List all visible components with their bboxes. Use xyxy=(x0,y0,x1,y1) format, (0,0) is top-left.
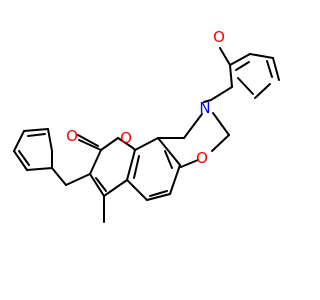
oxazine-oxygen-label: O xyxy=(196,149,208,167)
bond xyxy=(272,57,280,81)
pyranone-ring xyxy=(77,134,136,197)
bond xyxy=(18,150,30,166)
nitrogen-label: N xyxy=(199,99,210,117)
benzene-core xyxy=(126,137,181,201)
bond xyxy=(180,159,199,168)
bond xyxy=(237,77,254,95)
bond xyxy=(89,173,105,197)
bond xyxy=(149,190,168,197)
bond xyxy=(157,137,181,166)
bond xyxy=(89,149,102,175)
bond xyxy=(126,179,148,201)
bond xyxy=(65,173,91,186)
bond xyxy=(13,130,25,152)
bond xyxy=(203,99,212,103)
furan-oxygen-label: O xyxy=(213,28,225,46)
bond xyxy=(229,53,251,66)
bond xyxy=(169,164,181,195)
bond xyxy=(100,137,119,151)
bond xyxy=(211,134,230,152)
bond xyxy=(249,53,274,59)
molecule-drawing: O N O O O xyxy=(13,28,280,223)
bond xyxy=(47,128,53,152)
benzyl-group xyxy=(13,128,91,186)
bond xyxy=(78,139,102,151)
structure-canvas: O N O O O xyxy=(13,28,280,223)
bond xyxy=(235,61,250,71)
bond xyxy=(210,86,233,101)
bond xyxy=(103,179,128,197)
bond xyxy=(133,155,140,179)
bond xyxy=(146,193,171,201)
bond xyxy=(212,112,230,136)
bond xyxy=(13,150,28,171)
bond xyxy=(51,167,67,186)
bond xyxy=(27,133,46,137)
bond xyxy=(126,149,136,181)
bond xyxy=(219,47,231,66)
oxazine-ring xyxy=(157,112,230,168)
bond xyxy=(183,113,203,139)
lactone-oxygen-label: O xyxy=(120,129,132,147)
bond xyxy=(117,137,134,149)
bond xyxy=(26,167,53,171)
bond xyxy=(95,177,107,192)
furan-ring xyxy=(219,47,280,99)
bond xyxy=(254,83,271,99)
bond xyxy=(134,137,159,151)
bond xyxy=(229,64,233,88)
bond xyxy=(164,150,173,169)
bond xyxy=(266,60,273,78)
bond xyxy=(23,128,49,132)
carbonyl-oxygen-label: O xyxy=(66,127,78,145)
bond xyxy=(77,134,99,147)
